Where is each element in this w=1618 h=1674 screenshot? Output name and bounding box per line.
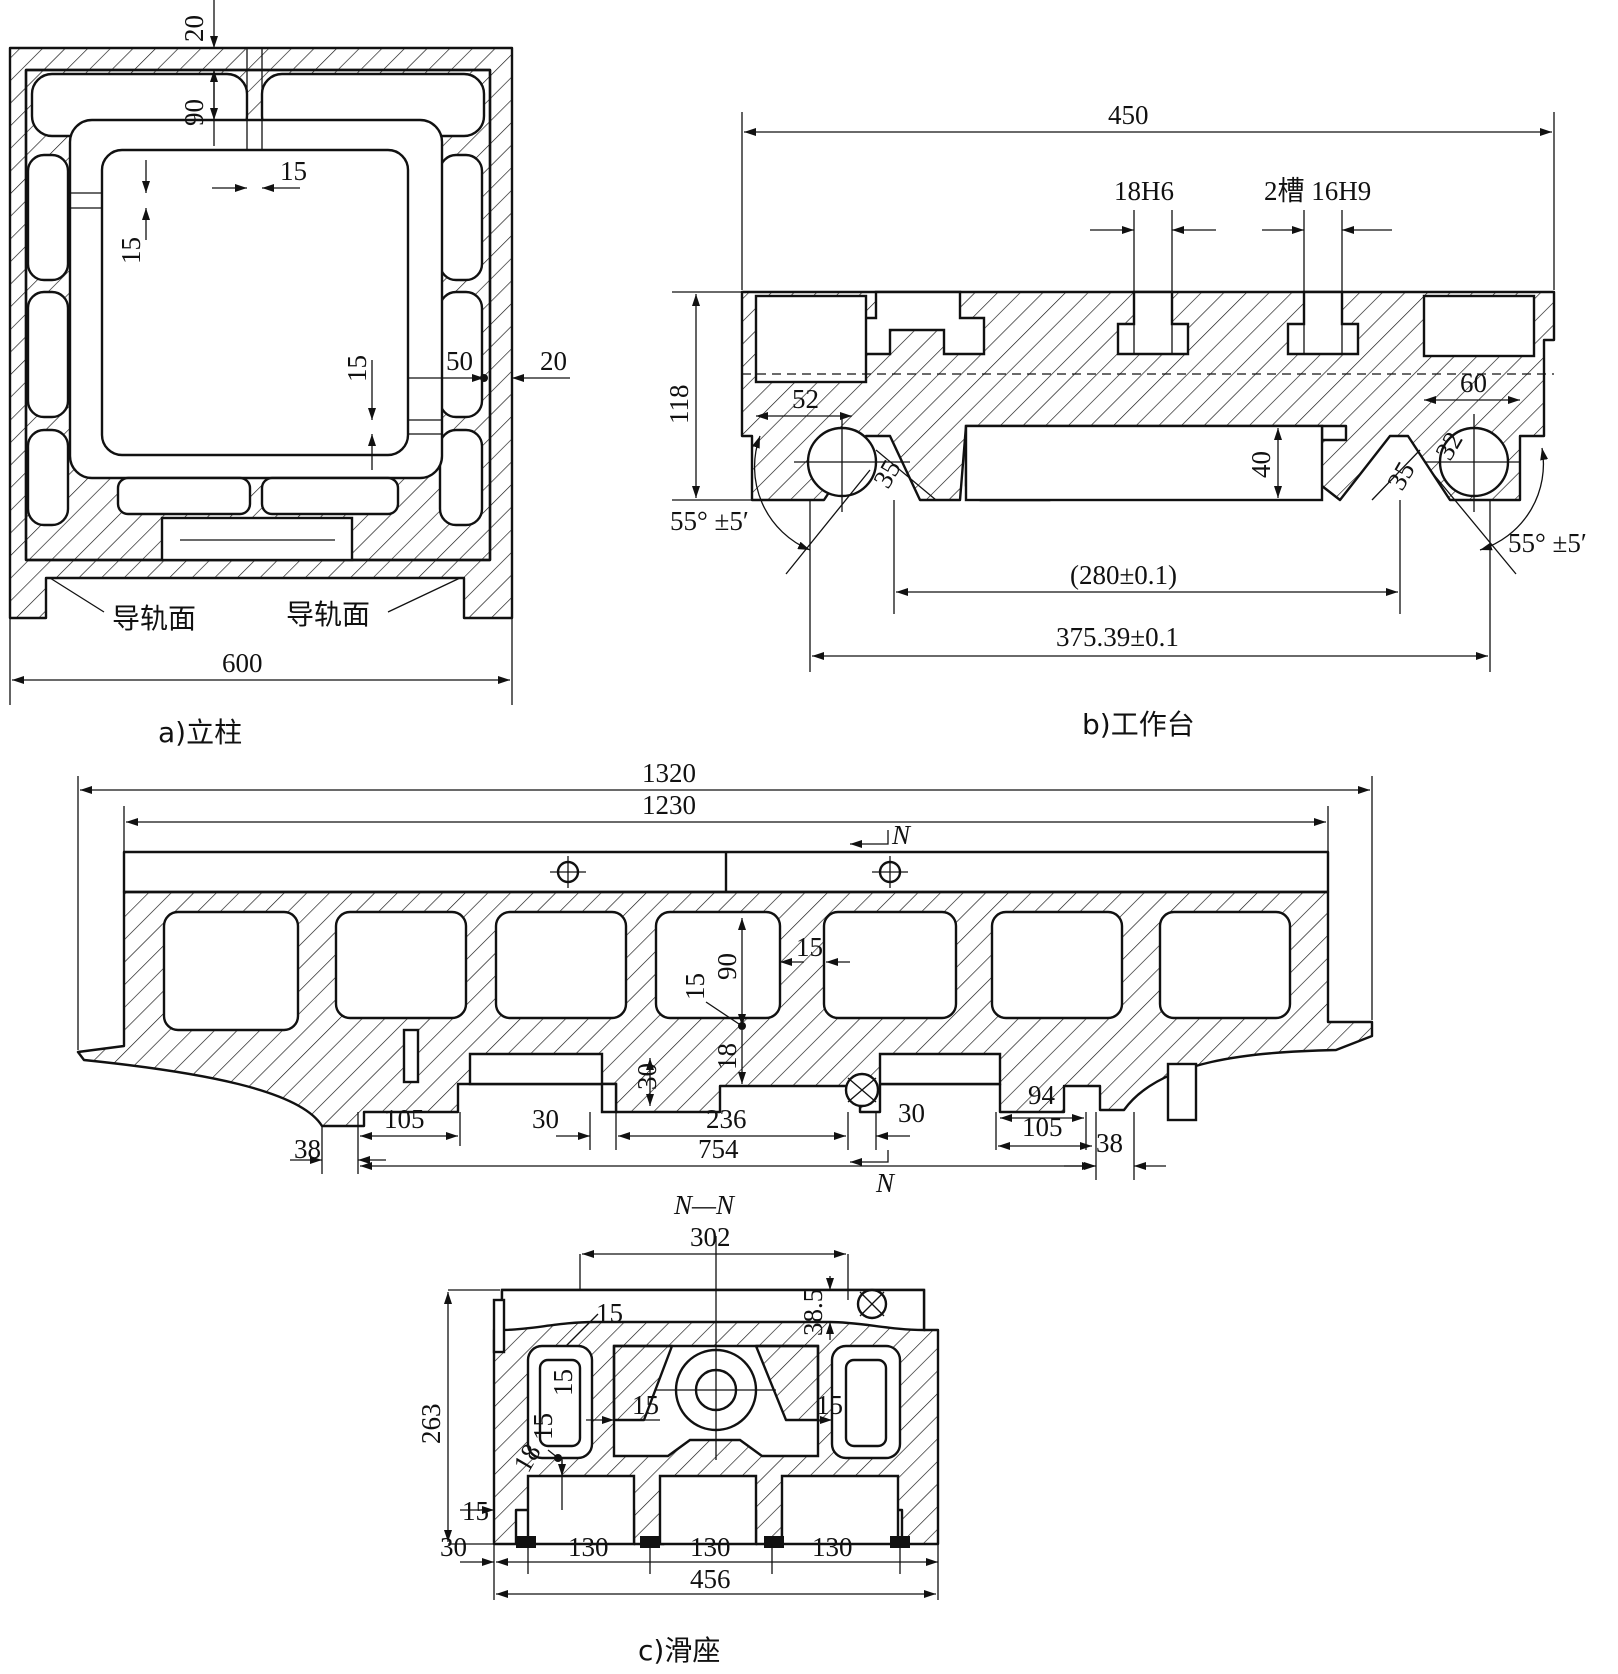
dim-right-35: 35 <box>1381 457 1420 495</box>
dim-span-280: (280±0.1) <box>1070 560 1177 590</box>
dim-column-width: 600 <box>222 648 263 678</box>
slide-dimensions <box>77 776 1373 1180</box>
dim-slide-wall-15: 15 <box>680 973 710 1000</box>
table-dimensions <box>672 112 1555 672</box>
dim-sec-15-d: 15 <box>816 1390 843 1420</box>
dim-depth-40: 40 <box>1246 451 1276 478</box>
dim-rib-width: 15 <box>280 156 307 186</box>
dim-inner-wall-left: 15 <box>116 237 146 264</box>
table-slots <box>754 290 1536 502</box>
dim-slide-length: 1230 <box>642 790 696 820</box>
dim-flange: 50 <box>446 346 473 376</box>
label-guide-right: 导轨面 <box>286 598 370 631</box>
dim-sec-15-b: 15 <box>528 1413 558 1440</box>
dim-span-754: 754 <box>698 1134 739 1164</box>
dim-gap-30-right: 30 <box>898 1098 925 1128</box>
dim-rib-height: 90 <box>179 99 209 126</box>
dim-left-52: 52 <box>792 384 819 414</box>
dim-sec-130-a: 130 <box>568 1532 609 1562</box>
dim-sec-38-5: 38.5 <box>798 1289 828 1336</box>
dim-pad-94: 94 <box>1028 1080 1056 1110</box>
dim-sec-15-c: 15 <box>632 1390 659 1420</box>
dim-edge-38-right: 38 <box>1096 1128 1123 1158</box>
dim-slot-side: 2槽 16H9 <box>1264 176 1371 206</box>
dim-gap-30-left: 30 <box>532 1104 559 1134</box>
dim-slide-overall: 1320 <box>642 758 696 788</box>
dim-sec-130-c: 130 <box>812 1532 853 1562</box>
dim-slide-rib-15: 15 <box>796 932 823 962</box>
dim-table-height: 118 <box>664 385 694 425</box>
dim-inner-wall-right: 15 <box>342 355 372 382</box>
dim-top-wall: 20 <box>179 15 209 42</box>
slide-cells <box>162 910 1292 1122</box>
dim-slide-base-18: 18 <box>712 1043 742 1070</box>
dim-right-60: 60 <box>1460 368 1487 398</box>
dim-angle-left: 55° ±5′ <box>670 506 749 536</box>
dim-span-375: 375.39±0.1 <box>1056 622 1179 652</box>
slide-section-dimensions <box>444 1250 939 1600</box>
dim-sec-302: 302 <box>690 1222 731 1252</box>
dim-angle-right: 55° ±5′ <box>1508 528 1587 558</box>
dim-outer-wall: 20 <box>540 346 567 376</box>
column-cells <box>24 48 492 562</box>
dim-sec-456: 456 <box>690 1564 731 1594</box>
section-mark-bottom: N <box>875 1168 896 1198</box>
section-mark-top: N <box>891 820 912 850</box>
label-guide-left: 导轨面 <box>112 602 196 635</box>
dim-foot-105-right: 105 <box>1022 1112 1063 1142</box>
dim-table-width: 450 <box>1108 100 1149 130</box>
dim-slide-rib-90: 90 <box>712 953 742 980</box>
dim-sec-263: 263 <box>416 1404 446 1445</box>
dim-sec-15-foot: 15 <box>462 1496 489 1526</box>
dim-sec-130-b: 130 <box>690 1532 731 1562</box>
table-view: 450 18H6 2槽 16H9 118 52 60 40 35 35 32 5… <box>664 100 1587 741</box>
column-view: 20 90 15 15 15 50 20 导轨面 导轨面 600 a)立柱 <box>8 0 570 749</box>
section-title: N—N <box>673 1190 736 1220</box>
dim-slide-boss-30: 30 <box>632 1063 662 1090</box>
dim-sec-15-a: 15 <box>548 1369 578 1396</box>
caption-a: a)立柱 <box>158 716 242 749</box>
slide-view: 1320 1230 N 90 15 15 18 30 105 30 236 30… <box>76 758 1374 1220</box>
caption-b: b)工作台 <box>1082 708 1195 741</box>
caption-c: c)滑座 <box>638 1634 720 1667</box>
column-dimensions <box>9 0 570 705</box>
slide-section-view: 302 38.5 15 15 15 15 15 18 15 263 30 130… <box>416 1222 940 1667</box>
dim-sec-30: 30 <box>440 1532 467 1562</box>
dim-slot-center: 18H6 <box>1114 176 1174 206</box>
dim-span-236: 236 <box>706 1104 747 1134</box>
dim-edge-38-left: 38 <box>294 1134 321 1164</box>
dim-sec-15-top: 15 <box>596 1298 623 1328</box>
dim-foot-105-left: 105 <box>384 1104 425 1134</box>
